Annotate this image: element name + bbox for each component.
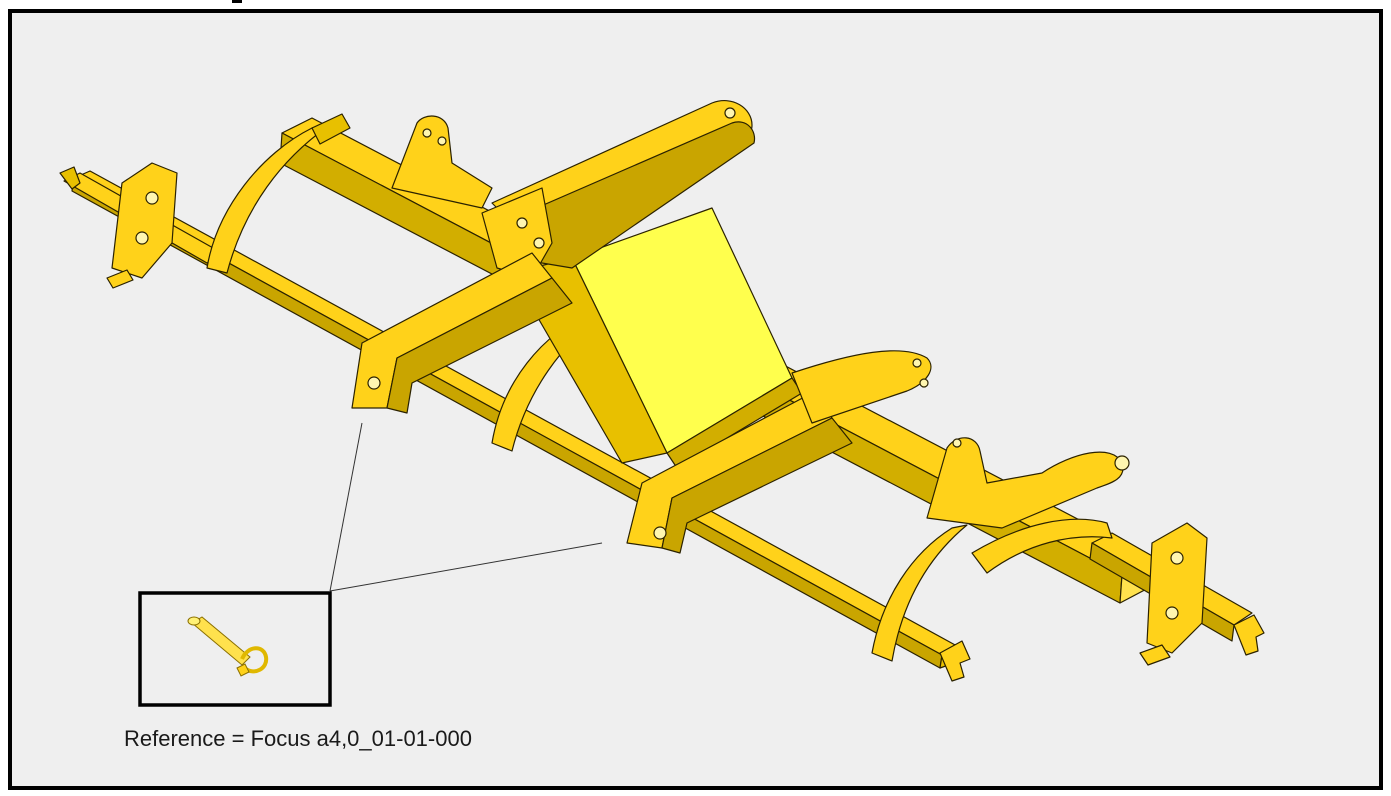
frame-assembly-drawing: [12, 13, 1379, 786]
right-arch-arm: [971, 518, 1113, 574]
leader-line-right: [329, 542, 603, 592]
detail-box: [138, 591, 332, 707]
front-lift-arms: [351, 252, 853, 554]
right-hitch: [1139, 522, 1208, 666]
left-arch-arms: [206, 113, 968, 662]
reference-label: Reference = Focus a4,0_01-01-000: [124, 726, 472, 751]
upright-brackets: [391, 115, 1130, 529]
drawing-frame: Reference = Focus a4,0_01-01-000: [8, 9, 1383, 790]
left-hitch: [106, 162, 178, 289]
leader-lines: [329, 422, 603, 592]
leader-line-left: [329, 422, 363, 592]
right-mid-plate: [791, 350, 932, 424]
pin-icon: [187, 616, 269, 677]
top-edge-mark: [232, 0, 242, 3]
